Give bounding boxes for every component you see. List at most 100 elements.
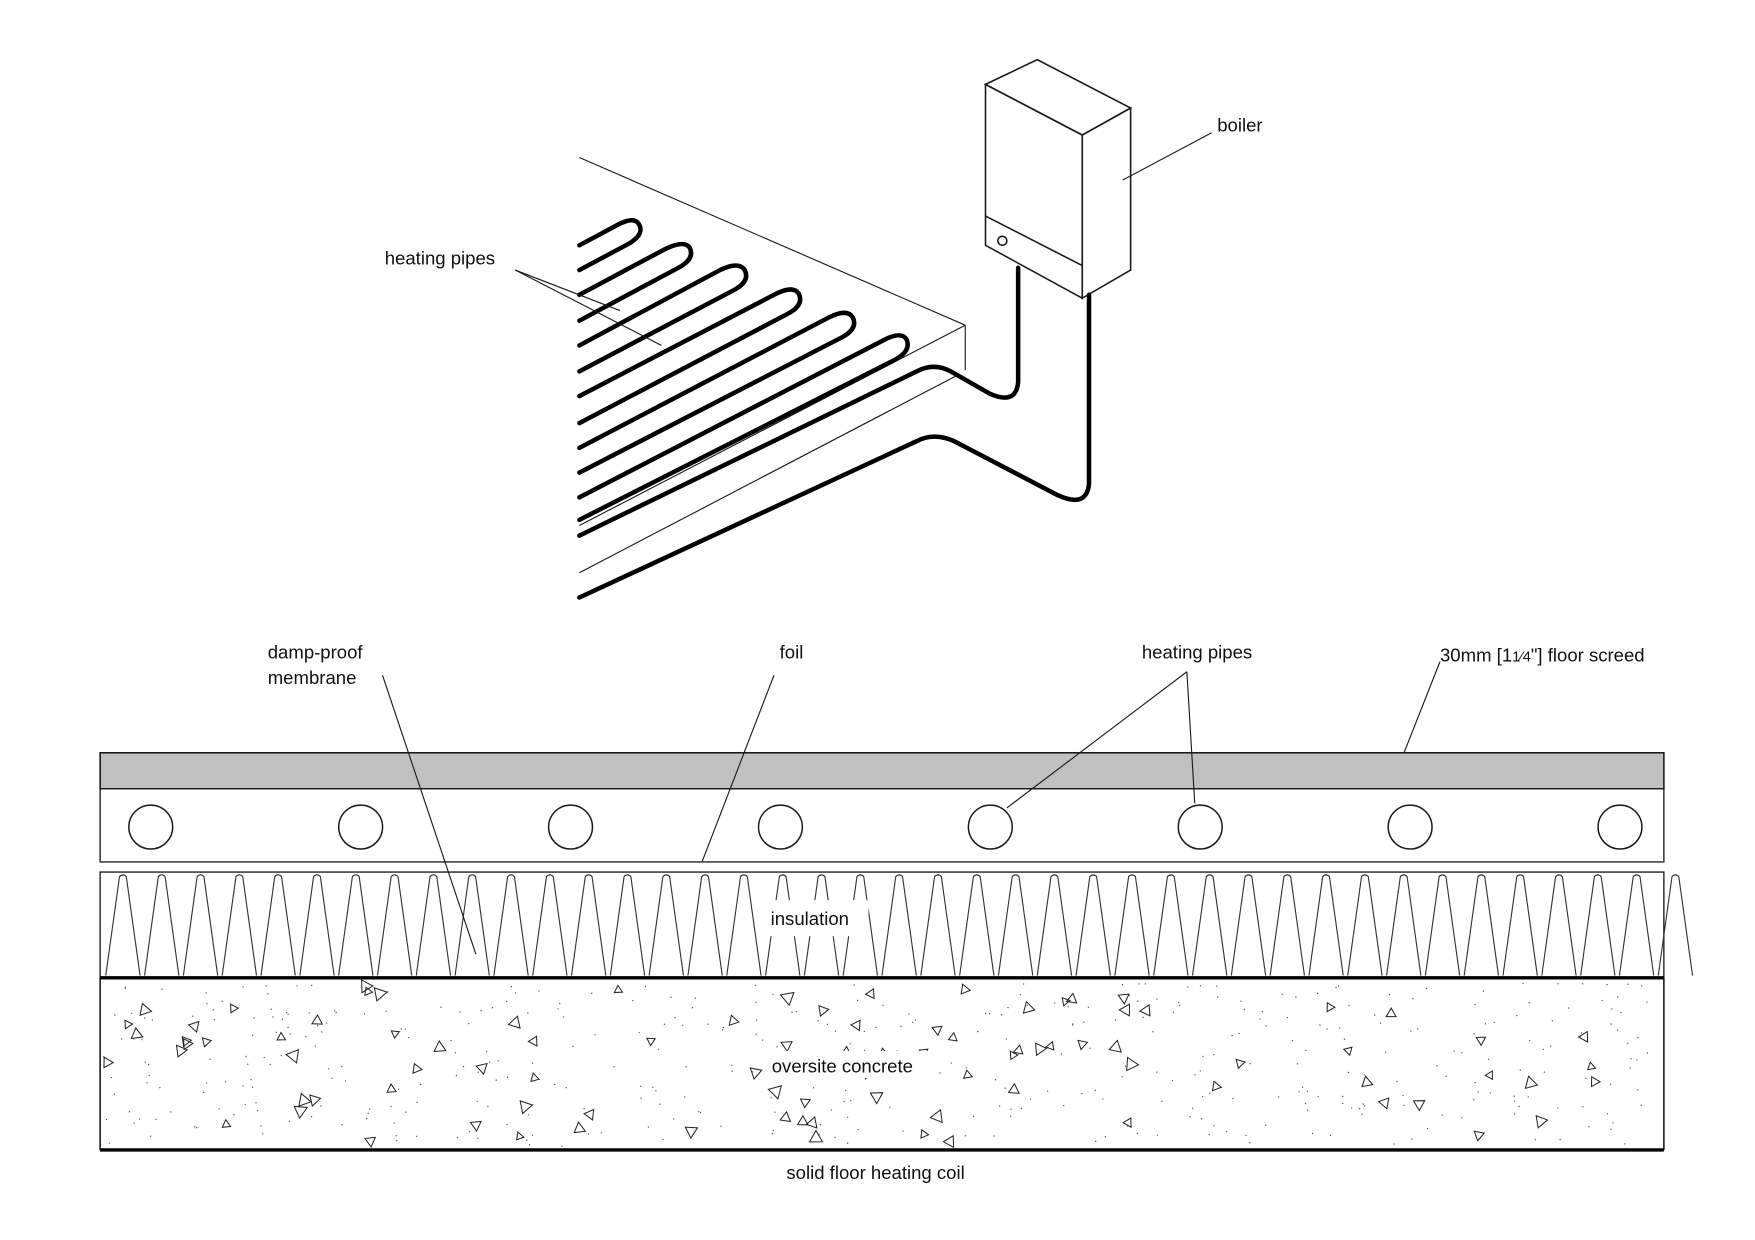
section-pipe: [967, 804, 1013, 850]
aggregate-speck: [252, 1086, 254, 1088]
aggregate-speck: [1209, 1092, 1211, 1095]
aggregate-speck: [265, 985, 267, 987]
aggregate-speck: [1298, 1091, 1300, 1093]
aggregate-speck: [245, 1055, 247, 1058]
aggregate-speck: [1304, 1102, 1307, 1105]
aggregate-stone: [1126, 1056, 1140, 1072]
aggregate-speck: [335, 1011, 337, 1014]
aggregate-speck: [120, 1038, 123, 1040]
aggregate-stone: [293, 1105, 309, 1120]
aggregate-speck: [1337, 985, 1340, 987]
aggregate-speck: [528, 1144, 531, 1146]
aggregate-speck: [1087, 1006, 1090, 1008]
aggregate-stone: [412, 1062, 423, 1075]
boiler-leader: [1122, 132, 1212, 181]
aggregate-speck: [440, 1006, 442, 1008]
aggregate-stone: [1326, 1001, 1336, 1013]
aggregate-stone: [386, 1083, 398, 1093]
aggregate-speck: [1543, 1071, 1546, 1073]
aggregate-speck: [288, 1120, 291, 1122]
aggregate-speck: [965, 1066, 968, 1069]
aggregate-speck: [141, 1038, 143, 1041]
section-pipe: [757, 804, 804, 850]
aggregate-speck: [720, 1125, 722, 1127]
floor-screed-label: 30mm [11⁄4"] floor screed: [1440, 645, 1645, 666]
aggregate-speck: [1489, 1092, 1491, 1094]
aggregate-stone: [361, 979, 374, 994]
aggregate-speck: [1202, 1055, 1204, 1058]
aggregate-stone: [1535, 1114, 1549, 1129]
aggregate-stone: [311, 1013, 324, 1025]
aggregate-speck: [850, 1100, 852, 1102]
aggregate-speck: [1627, 1042, 1629, 1044]
aggregate-speck: [1601, 999, 1603, 1002]
slab-back-edge: [579, 157, 966, 326]
aggregate-speck: [147, 1063, 150, 1066]
aggregate-stone: [519, 1100, 534, 1115]
screed-label-fraction: 1⁄4: [1512, 650, 1531, 666]
aggregate-speck: [1358, 1108, 1361, 1110]
aggregate-speck: [247, 1063, 249, 1065]
aggregate-speck: [1606, 984, 1608, 986]
aggregate-speck: [275, 1031, 277, 1034]
aggregate-speck: [988, 1013, 991, 1015]
aggregate-speck: [772, 1129, 774, 1132]
aggregate-speck: [1261, 1010, 1264, 1013]
aggregate-speck: [984, 1012, 987, 1015]
aggregate-speck: [1171, 1079, 1174, 1082]
aggregate-speck: [1350, 1107, 1353, 1109]
aggregate-stone: [201, 1037, 213, 1048]
aggregate-speck: [105, 1118, 108, 1121]
aggregate-stone: [646, 1037, 657, 1047]
aggregate-speck: [1528, 1001, 1530, 1004]
aggregate-speck: [1121, 1076, 1123, 1078]
aggregate-speck: [233, 1113, 235, 1116]
aggregate-speck: [889, 1106, 891, 1108]
aggregate-speck: [1010, 1108, 1012, 1110]
aggregate-speck: [1636, 1059, 1638, 1061]
aggregate-stone: [1412, 1100, 1426, 1112]
aggregate-stone: [130, 1027, 144, 1040]
aggregate-speck: [1104, 1136, 1106, 1138]
aggregate-speck: [538, 990, 540, 992]
aggregate-stone: [469, 1120, 482, 1133]
aggregate-stone: [530, 1072, 541, 1083]
aggregate-speck: [1286, 1016, 1289, 1019]
aggregate-stone: [1586, 1061, 1597, 1071]
aggregate-speck: [159, 1086, 161, 1089]
aggregate-speck: [1611, 1008, 1613, 1010]
aggregate-speck: [400, 1028, 402, 1030]
aggregate-speck: [1316, 992, 1319, 995]
aggregate-speck: [1083, 1021, 1085, 1023]
aggregate-speck: [1265, 1124, 1267, 1126]
aggregate-stone: [1022, 1000, 1036, 1014]
isometric-view: heating pipes boiler: [385, 58, 1263, 600]
aggregate-speck: [308, 1012, 310, 1014]
aggregate-speck: [1557, 1107, 1559, 1109]
aggregate-speck: [462, 1065, 465, 1068]
aggregate-speck: [1425, 987, 1428, 990]
aggregate-speck: [1071, 1024, 1074, 1026]
aggregate-speck: [1445, 1075, 1447, 1078]
aggregate-speck: [1192, 1107, 1194, 1109]
aggregate-speck: [205, 1082, 208, 1084]
aggregate-speck: [863, 1030, 866, 1033]
aggregate-speck: [1259, 1018, 1261, 1020]
insulation-hatching: [105, 874, 1694, 976]
aggregate-stone: [276, 1031, 287, 1041]
aggregate-speck: [594, 1034, 596, 1036]
aggregate-speck: [1522, 982, 1524, 985]
aggregate-speck: [1194, 1074, 1196, 1076]
aggregate-speck: [1138, 983, 1140, 985]
aggregate-speck: [476, 1100, 478, 1103]
aggregate-speck: [853, 984, 855, 986]
aggregate-stone: [221, 1118, 232, 1128]
aggregate-stone: [818, 1004, 830, 1018]
aggregate-speck: [321, 1031, 323, 1033]
aggregate-speck: [1629, 1067, 1631, 1069]
aggregate-speck: [1305, 1049, 1307, 1052]
aggregate-stone: [799, 1098, 812, 1109]
aggregate-speck: [1306, 1090, 1309, 1092]
aggregate-speck: [506, 1000, 508, 1003]
section-pipe: [1177, 804, 1223, 850]
